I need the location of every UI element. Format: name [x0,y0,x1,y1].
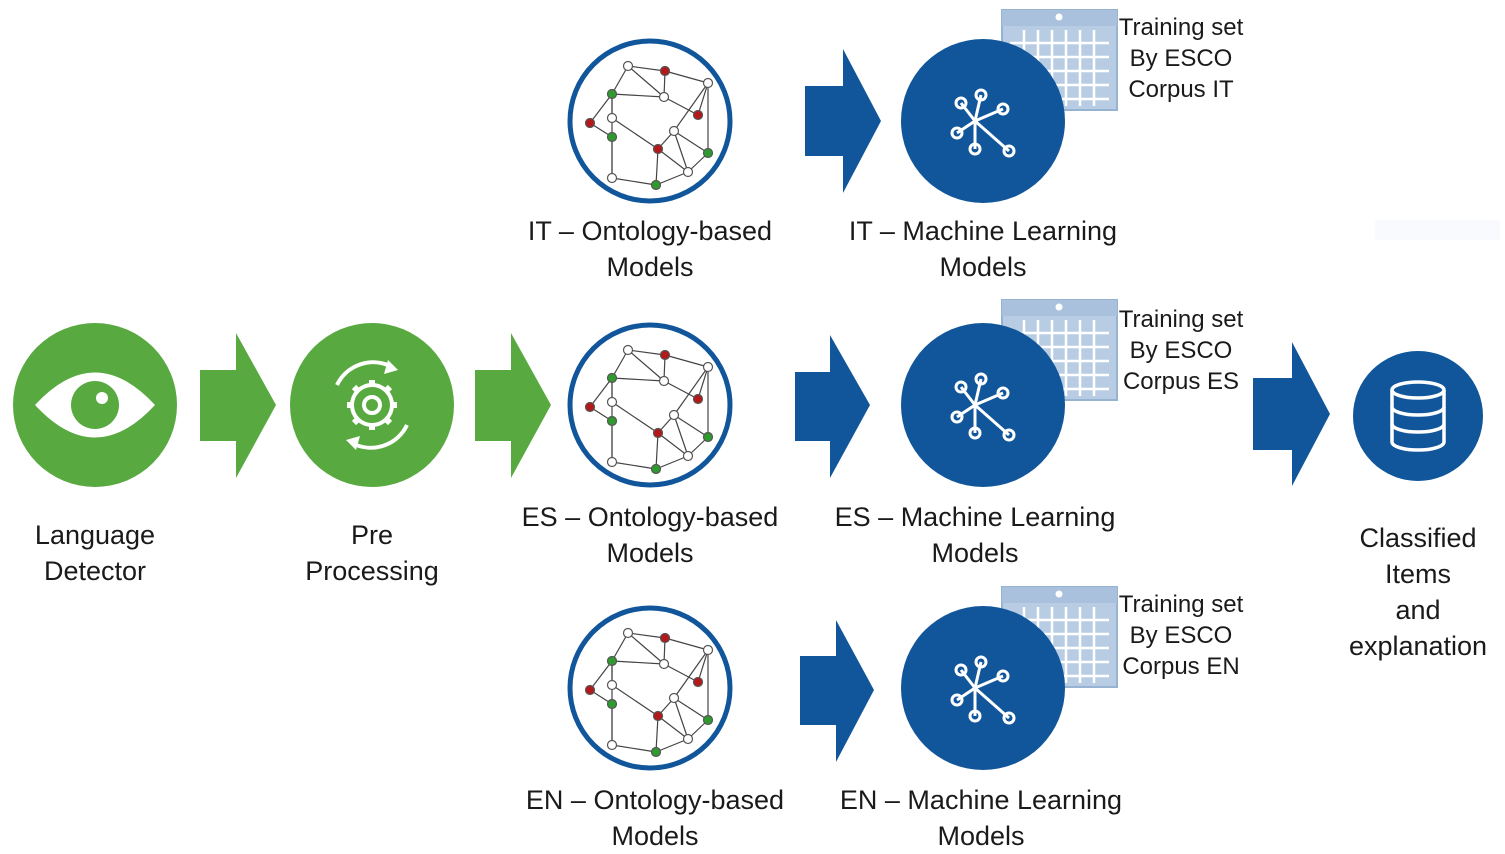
arrow-it-ontology-to-ml [805,49,881,193]
label-line: Corpus IT [1128,76,1234,103]
language-detector-label: Language Detector [5,517,185,589]
es-ml-label: ES – Machine Learning Models [815,499,1135,571]
arrow-to-output [1253,342,1330,486]
en-training-set-label: Training set By ESCO Corpus EN [1110,589,1252,682]
label-line: By ESCO [1129,622,1233,649]
preprocessing-node [290,323,454,487]
arrow-to-preprocessing [200,333,276,478]
label-line: Classified [1359,523,1477,553]
label-line: Models [937,821,1025,851]
label-line: Training set [1118,591,1244,618]
label-line: IT – Ontology-based [527,216,773,246]
label-line: Pre [350,520,394,550]
label-line: Items [1384,559,1451,589]
language-detector-node [13,323,177,487]
machine-learning-icon-es [899,321,1067,489]
it-ontology-label: IT – Ontology-based Models [500,213,800,285]
label-line: Training set [1118,306,1244,333]
label-line: Models [611,821,699,851]
arrow-es-ontology-to-ml [795,335,870,478]
label-line: Processing [305,556,439,586]
faint-artifact [1375,220,1500,240]
label-line: and [1395,595,1441,625]
label-line: explanation [1348,631,1488,661]
label-line: By ESCO [1129,45,1233,72]
label-line: ES – Ontology-based [521,502,779,532]
label-line: Corpus ES [1122,368,1240,395]
eye-icon [35,372,155,438]
machine-learning-icon-en [899,604,1067,772]
label-line: Models [939,252,1027,282]
label-line: Training set [1118,14,1244,41]
output-label: Classified Items and explanation [1333,520,1503,664]
ontology-graph-icon-es [570,325,730,485]
label-line: Models [606,252,694,282]
arrow-to-ontology-models [475,333,551,478]
es-training-set-label: Training set By ESCO Corpus ES [1110,304,1252,397]
en-ontology-label: EN – Ontology-based Models [495,782,815,854]
gear-cycle-icon [335,360,409,450]
it-training-set-label: Training set By ESCO Corpus IT [1110,12,1252,105]
it-ml-label: IT – Machine Learning Models [828,213,1138,285]
ontology-graph-icon-it [570,41,730,201]
en-ml-label: EN – Machine Learning Models [820,782,1142,854]
label-line: IT – Machine Learning [848,216,1118,246]
label-line: Corpus EN [1122,653,1240,680]
database-icon [1390,380,1446,452]
preprocessing-label: Pre Processing [282,517,462,589]
label-line: Language [34,520,156,550]
label-line: EN – Machine Learning [839,785,1123,815]
arrow-en-ontology-to-ml [800,620,874,762]
label-line: Models [931,538,1019,568]
ontology-graph-icon-en [570,608,730,768]
output-node [1353,351,1483,481]
label-line: Models [606,538,694,568]
label-line: EN – Ontology-based [525,785,785,815]
es-ontology-label: ES – Ontology-based Models [495,499,805,571]
label-line: By ESCO [1129,337,1233,364]
label-line: Detector [43,556,147,586]
machine-learning-icon-it [899,37,1067,205]
label-line: ES – Machine Learning [834,502,1116,532]
